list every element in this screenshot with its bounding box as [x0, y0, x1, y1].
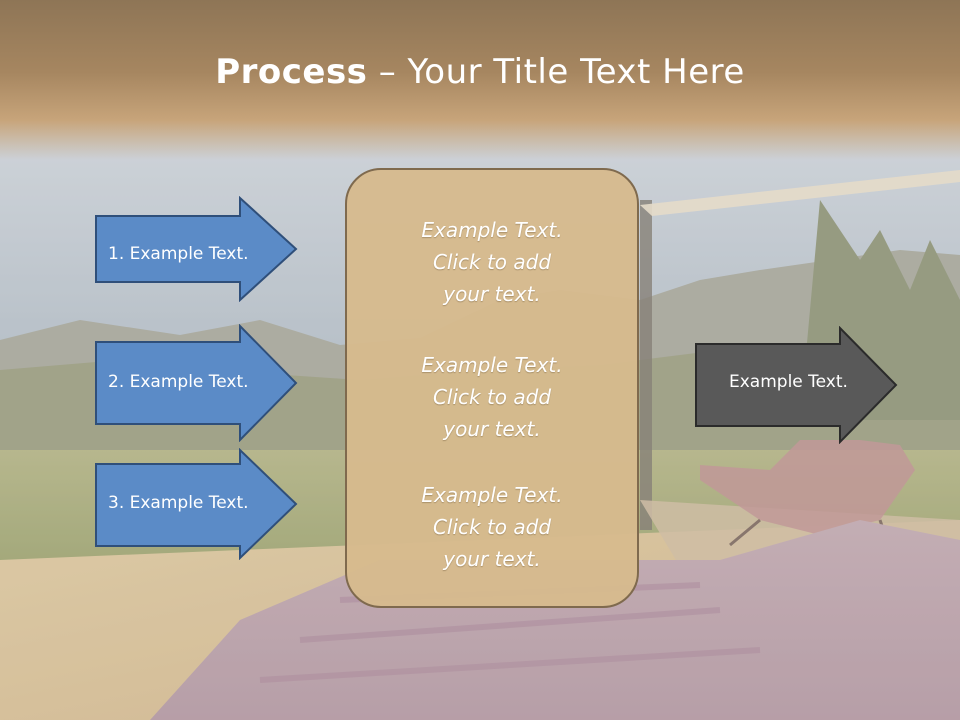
center-item-1-line3: your text. — [443, 282, 541, 306]
center-item-1-line2: Click to add — [432, 250, 552, 274]
center-item-2-line1: Example Text. — [421, 353, 563, 377]
center-item-3: Example Text. Click to add your text. — [347, 479, 637, 575]
slide-title[interactable]: Process – Your Title Text Here — [0, 52, 960, 92]
title-rest: – Your Title Text Here — [367, 52, 745, 92]
right-arrow[interactable] — [694, 326, 900, 444]
center-item-2-line3: your text. — [443, 417, 541, 441]
left-arrow-3-label: 3. Example Text. — [108, 493, 249, 513]
center-item-1: Example Text. Click to add your text. — [347, 214, 637, 310]
center-item-3-line3: your text. — [443, 547, 541, 571]
center-item-2: Example Text. Click to add your text. — [347, 349, 637, 445]
title-bold: Process — [215, 52, 368, 92]
center-text-box[interactable]: Example Text. Click to add your text. Ex… — [345, 168, 639, 608]
right-arrow-label: Example Text. — [729, 372, 848, 392]
center-item-2-line2: Click to add — [432, 385, 552, 409]
left-arrow-1-label: 1. Example Text. — [108, 244, 249, 264]
left-arrow-3[interactable] — [94, 448, 300, 560]
left-arrow-2-label: 2. Example Text. — [108, 372, 249, 392]
left-arrow-2[interactable] — [94, 324, 300, 442]
title-band — [0, 0, 960, 160]
center-item-3-line1: Example Text. — [421, 483, 563, 507]
center-item-3-line2: Click to add — [432, 515, 552, 539]
left-arrow-1[interactable] — [94, 196, 300, 302]
center-item-1-line1: Example Text. — [421, 218, 563, 242]
